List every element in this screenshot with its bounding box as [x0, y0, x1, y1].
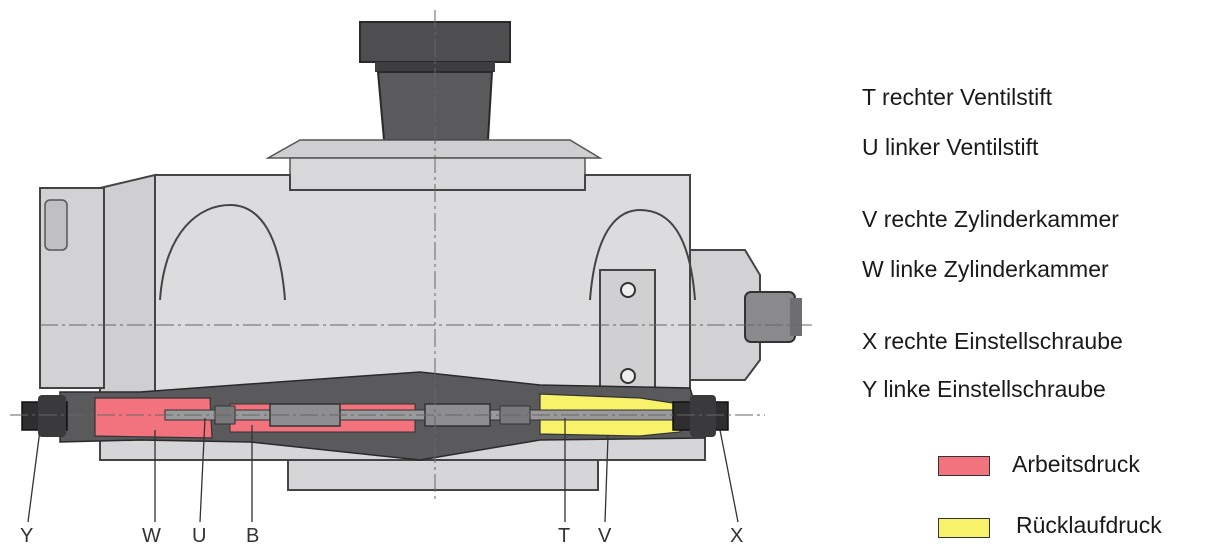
callout-leaders [27, 417, 739, 523]
legend-letter: X [862, 328, 878, 354]
legend-text: linke Zylinderkammer [890, 256, 1109, 282]
legend-item-x: X rechte Einstellschraube [862, 328, 1123, 354]
valve-cross-section-diagram: Y W U B T V X [10, 10, 815, 545]
legend-text: rechter Ventilstift [882, 84, 1053, 110]
callout-t: T [558, 525, 570, 545]
callout-v: V [598, 525, 612, 545]
legend-item-v: V rechte Zylinderkammer [862, 206, 1119, 232]
legend-item-t: T rechter Ventilstift [862, 84, 1052, 110]
callout-letters: Y W U B T V X [20, 525, 743, 545]
legend-letter: Y [862, 376, 877, 402]
callout-u: U [192, 525, 206, 545]
legend-letter: U [862, 134, 879, 160]
working-pressure-region [94, 397, 213, 439]
legend-item-w: W linke Zylinderkammer [862, 256, 1109, 282]
legend-text: rechte Einstellschraube [883, 328, 1123, 354]
legend-letter: T [862, 84, 876, 110]
return-pressure-label: Rücklaufdruck [1016, 512, 1162, 538]
working-pressure-swatch [938, 456, 990, 476]
legend-letter: V [862, 206, 878, 232]
working-pressure-label: Arbeitsdruck [1012, 451, 1140, 477]
top-nut [265, 21, 603, 159]
legend-text: linke Einstellschraube [883, 376, 1106, 402]
legend-text: linker Ventilstift [885, 134, 1039, 160]
legend-text: rechte Zylinderkammer [883, 206, 1119, 232]
center-lines [10, 10, 815, 500]
legend-item-y: Y linke Einstellschraube [862, 376, 1106, 402]
legend-item-u: U linker Ventilstift [862, 134, 1038, 160]
callout-w: W [142, 525, 161, 545]
callout-b: B [246, 525, 259, 545]
callout-x: X [730, 525, 743, 545]
callout-y: Y [20, 525, 33, 545]
legend-letter: W [862, 256, 884, 282]
return-pressure-swatch [938, 518, 990, 538]
